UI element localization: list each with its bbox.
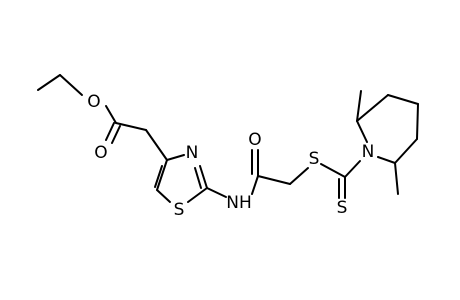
atom-n-thiazole: N	[186, 143, 199, 163]
bond-carbonyl-c-ch2	[257, 175, 291, 185]
atom-s-thiazole: S	[174, 200, 185, 220]
bond-c2pip-c3	[356, 94, 389, 122]
atom-nh: NH	[226, 193, 252, 213]
atom-o-ester: O	[87, 92, 100, 112]
atom-n-piperidine: N	[362, 142, 375, 162]
bond-ethyl-c1-c2	[37, 74, 61, 91]
atom-labels: O O N S NH O S S N	[87, 92, 374, 220]
bond-s-thiocarbonyl-c	[320, 163, 346, 178]
atom-o-carbonyl: O	[94, 143, 107, 163]
bond-c2-nh	[206, 187, 227, 198]
bond-nh-carbonyl-c	[251, 175, 259, 195]
bond-c4-c5-inner	[154, 165, 163, 188]
bond-o-ester-c	[105, 105, 117, 124]
bond-n3-c4	[166, 154, 185, 161]
bond-s1-c2	[187, 187, 208, 203]
bond-c2-n3-b	[194, 167, 202, 189]
bond-ch2-s	[289, 167, 309, 185]
bond-c6-methyl	[394, 162, 399, 195]
bond-c5-s1	[156, 189, 171, 203]
bond-c2-n3-a	[199, 165, 208, 189]
bond-c3-c4	[387, 94, 419, 105]
bond-ester-c-o-double-a	[105, 122, 115, 141]
bond-c2pip-methyl	[356, 90, 362, 122]
atom-o-amide: O	[248, 130, 261, 150]
bond-c5-c6	[394, 138, 418, 164]
bond-ester-c-ch2	[115, 122, 147, 131]
bond-ch2-thiazole-c4	[145, 129, 168, 161]
bond-c4-c5pip	[416, 103, 419, 140]
bond-ethyl-c2-o	[59, 74, 83, 96]
bonds	[37, 74, 419, 203]
bond-n-c2pip	[356, 120, 368, 143]
bond-c6-n	[377, 156, 396, 164]
atom-s-thione: S	[337, 198, 348, 218]
atom-s-thioether: S	[309, 149, 320, 169]
bond-cs-n	[344, 160, 361, 178]
bond-c4-c5	[156, 159, 168, 191]
bond-ester-c-o-double-b	[111, 125, 121, 144]
